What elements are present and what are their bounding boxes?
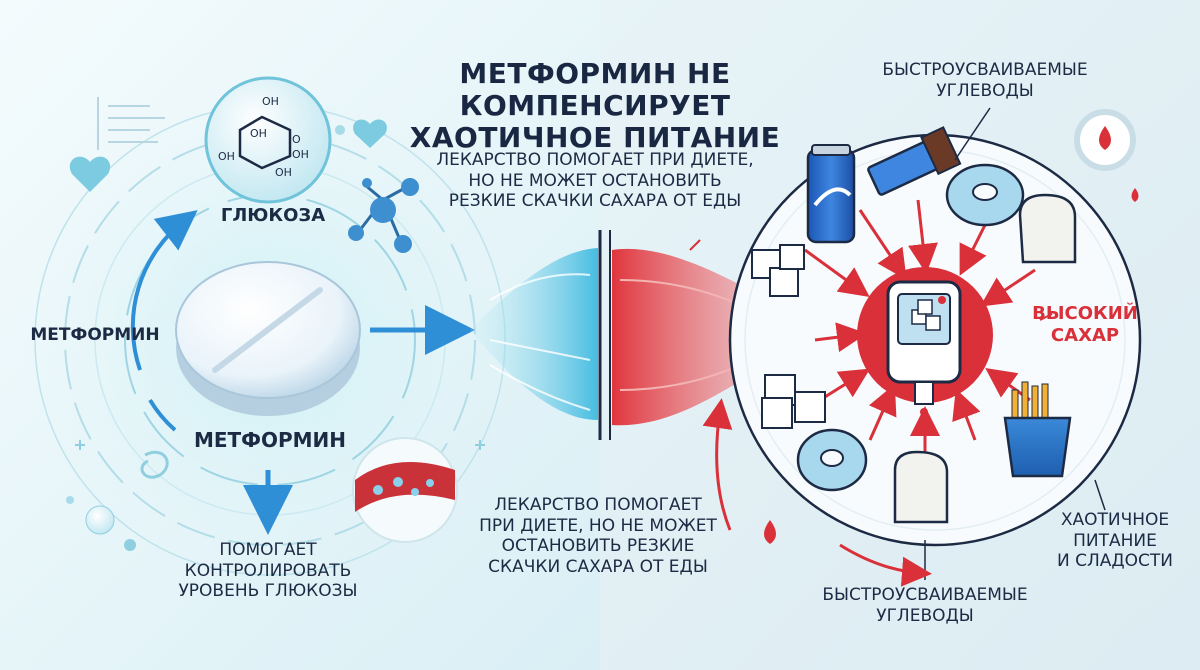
fast-carbs-bottom-label: БЫСТРОУСВАИВАЕМЫЕ УГЛЕВОДЫ bbox=[800, 585, 1050, 626]
chaotic-eating-label: ХАОТИЧНОЕ ПИТАНИЕ И СЛАДОСТИ bbox=[1040, 510, 1190, 572]
oh-label: OH bbox=[250, 127, 267, 140]
helps-control-text: ПОМОГАЕТ КОНТРОЛИРОВАТЬ УРОВЕНЬ ГЛЮКОЗЫ bbox=[168, 540, 368, 602]
glucose-molecule-icon bbox=[204, 76, 332, 204]
bread-icon bbox=[893, 450, 949, 524]
decor-left bbox=[66, 97, 485, 551]
high-sugar-line2: САХАР bbox=[1050, 324, 1120, 346]
top-caption-line1: ЛЕКАРСТВО ПОМОГАЕТ ПРИ ДИЕТЕ, bbox=[436, 150, 754, 170]
top-caption: ЛЕКАРСТВО ПОМОГАЕТ ПРИ ДИЕТЕ, НО НЕ МОЖЕ… bbox=[430, 150, 760, 212]
oh-label: OH bbox=[292, 148, 309, 161]
cycle-arrow-tail bbox=[148, 398, 177, 432]
page-title: МЕТФОРМИН НЕ КОМПЕНСИРУЕТ ХАОТИЧНОЕ ПИТА… bbox=[330, 57, 860, 155]
title-line1: МЕТФОРМИН НЕ КОМПЕНСИРУЕТ bbox=[459, 57, 731, 123]
metformin-side-label: МЕТФОРМИН bbox=[30, 325, 160, 345]
converging-arrows bbox=[804, 199, 1036, 455]
high-sugar-label: ВЫСОКИЙ САХАР bbox=[1025, 303, 1145, 347]
bottom-caption-line4: СКАЧКИ САХАРА ОТ ЕДЫ bbox=[488, 557, 708, 578]
blood-vessel-icon bbox=[352, 437, 458, 543]
fast-carbs-top-label: БЫСТРОУСВАИВАЕМЫЕ УГЛЕВОДЫ bbox=[860, 60, 1110, 101]
fast-carbs-top-line1: БЫСТРОУСВАИВАЕМЫЕ bbox=[882, 60, 1088, 80]
helps-line1: ПОМОГАЕТ bbox=[219, 540, 317, 560]
high-sugar-line1: ВЫСОКИЙ bbox=[1032, 303, 1138, 324]
donut-icon bbox=[796, 428, 868, 492]
oxygen-label: O bbox=[292, 133, 301, 146]
oh-label: OH bbox=[262, 95, 279, 108]
fries-icon bbox=[1003, 381, 1072, 478]
chaotic-line2: ПИТАНИЕ bbox=[1073, 530, 1157, 551]
chaotic-line1: ХАОТИЧНОЕ bbox=[1060, 510, 1170, 530]
top-caption-line2: НО НЕ МОЖЕТ ОСТАНОВИТЬ bbox=[468, 170, 722, 191]
metformin-pill-icon bbox=[175, 261, 361, 416]
fast-carbs-bottom-line1: БЫСТРОУСВАИВАЕМЫЕ bbox=[822, 585, 1028, 605]
fast-carbs-top-line2: УГЛЕВОДЫ bbox=[936, 80, 1034, 101]
bottom-caption: ЛЕКАРСТВО ПОМОГАЕТ ПРИ ДИЕТЕ, НО НЕ МОЖЕ… bbox=[478, 495, 718, 578]
bread-icon bbox=[1018, 193, 1077, 264]
bottom-caption-line1: ЛЕКАРСТВО ПОМОГАЕТ bbox=[494, 495, 702, 515]
helps-line2: КОНТРОЛИРОВАТЬ bbox=[184, 560, 352, 581]
helps-line3: УРОВЕНЬ ГЛЮКОЗЫ bbox=[178, 581, 358, 602]
glucose-label: ГЛЮКОЗА bbox=[220, 205, 326, 226]
molecule-icon bbox=[348, 178, 419, 253]
candy-bar-icon bbox=[867, 126, 962, 196]
oh-label: OH bbox=[218, 150, 235, 163]
glucose-meter-icon bbox=[857, 267, 993, 416]
top-caption-line3: РЕЗКИЕ СКАЧКИ САХАРА ОТ ЕДЫ bbox=[448, 191, 742, 212]
donut-icon bbox=[945, 163, 1025, 227]
sugar-cubes-icon bbox=[761, 374, 826, 429]
decor-right bbox=[689, 107, 1139, 587]
sugar-cubes-icon bbox=[751, 244, 805, 297]
chaotic-line3: И СЛАДОСТИ bbox=[1056, 551, 1174, 572]
fast-carbs-bottom-line2: УГЛЕВОДЫ bbox=[876, 605, 974, 626]
bottom-caption-line3: ОСТАНОВИТЬ РЕЗКИЕ bbox=[501, 536, 695, 557]
cycle-arrow-icon bbox=[130, 210, 198, 371]
oh-label: OH bbox=[275, 166, 292, 179]
title-line2: ХАОТИЧНОЕ ПИТАНИЕ bbox=[409, 121, 781, 155]
blue-wave bbox=[470, 248, 598, 420]
metformin-bottom-label: МЕТФОРМИН bbox=[193, 428, 347, 452]
bottom-caption-line2: ПРИ ДИЕТЕ, НО НЕ МОЖЕТ bbox=[479, 515, 717, 536]
soda-can-icon bbox=[806, 144, 856, 244]
